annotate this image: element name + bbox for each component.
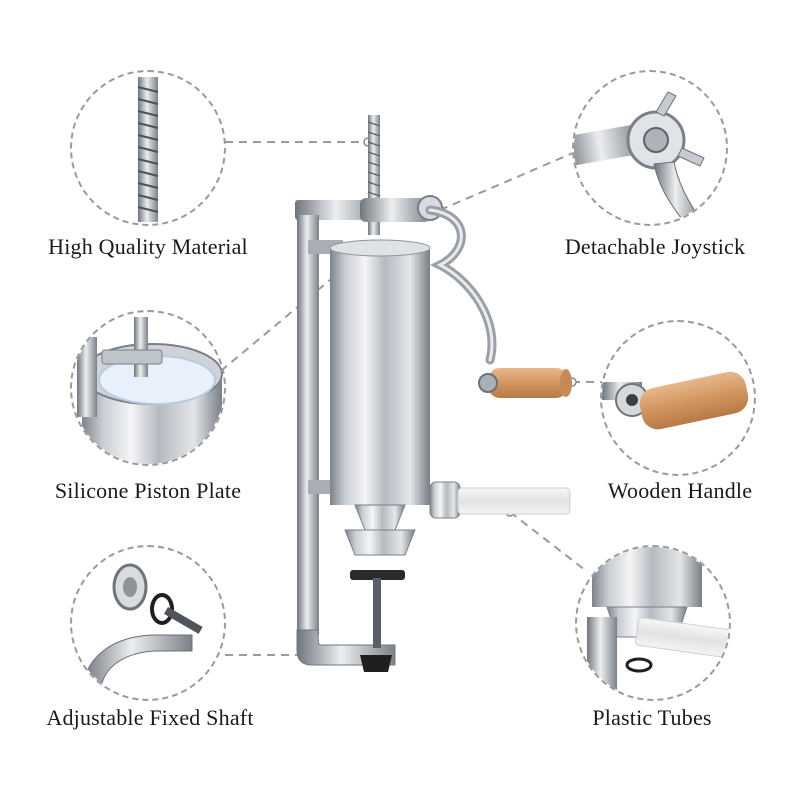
label-handle: Wooden Handle [607, 478, 753, 503]
material-callout [70, 70, 226, 226]
tubes-callout [575, 545, 731, 701]
label-tubes: Plastic Tubes [592, 705, 712, 730]
connector-joystick [439, 149, 581, 211]
main-plastic-tube [457, 487, 571, 515]
wooden-handle-detail-icon [602, 371, 749, 430]
label-material: High Quality Material [48, 234, 248, 259]
label-joystick: Detachable Joystick [564, 234, 746, 259]
piston-callout [70, 310, 226, 466]
joystick-callout [572, 70, 728, 226]
frame-column [297, 215, 319, 635]
label-shaft: Adjustable Fixed Shaft [46, 705, 254, 730]
main-wooden-handle [488, 368, 568, 398]
shaft-callout [70, 545, 226, 701]
handle-callout [600, 320, 756, 476]
connector-piston [209, 254, 361, 381]
threaded-rod-detail-icon [137, 77, 159, 222]
label-piston: Silicone Piston Plate [54, 478, 242, 503]
plastic-tube-detail-icon [587, 547, 729, 699]
crank-joint-detail-icon [574, 91, 705, 223]
piston-plate-detail-icon [77, 317, 223, 464]
sausage-stuffer-machine [295, 115, 572, 672]
clamp-shaft-detail-icon [81, 563, 203, 698]
connector-tubes [509, 511, 586, 571]
cylinder-body [330, 245, 430, 495]
